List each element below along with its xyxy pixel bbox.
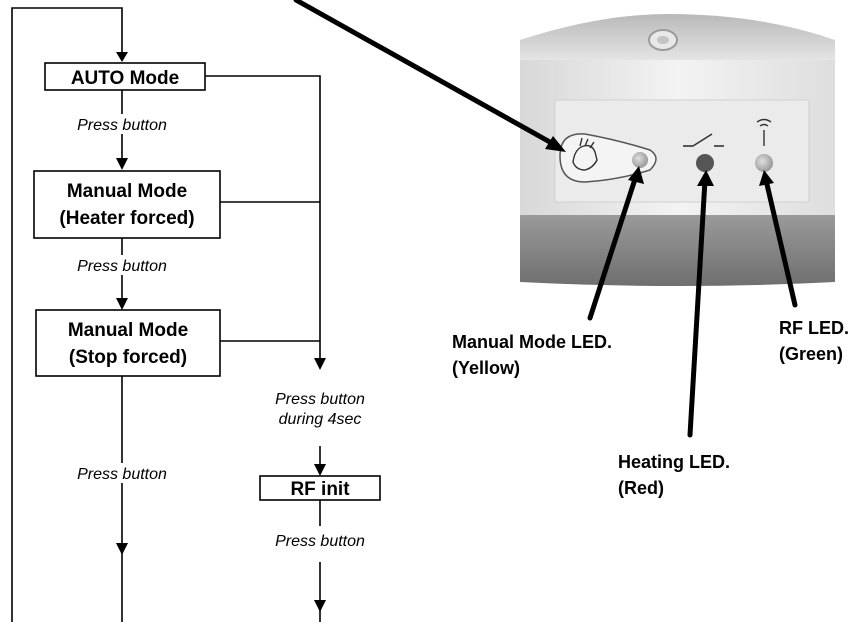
arrow-4 (314, 464, 326, 476)
manual-heater-label-1: Manual Mode (67, 181, 187, 202)
heating-led-label-1: Heating LED. (618, 452, 730, 472)
hand-icon (572, 137, 598, 171)
arrow-2 (116, 298, 128, 310)
device-illustration (520, 14, 835, 286)
manual-mode-led (632, 152, 648, 168)
heating-led-label-2: (Red) (618, 478, 664, 498)
device-base (520, 215, 835, 286)
press-3-bg (60, 463, 184, 483)
pointer-rf-led-head (759, 170, 774, 186)
heating-led (696, 154, 714, 172)
flowchart (11, 7, 381, 622)
pointer-heating-led-head (697, 170, 714, 186)
pointer-manual-led-line (587, 173, 639, 321)
pointer-heating-led-line (687, 177, 708, 438)
press-long-bg (254, 386, 386, 442)
rf-led (755, 154, 773, 172)
loop-back-line (11, 7, 123, 622)
arrow-branch-down (314, 358, 326, 370)
pointer-button-head (545, 136, 566, 152)
pointer-rf-led-line (763, 177, 798, 308)
manual-stop-label-2: (Stop forced) (69, 347, 187, 368)
manual-led-label-2: (Yellow) (452, 358, 520, 378)
press-long-label-2: during 4sec (279, 411, 362, 428)
switch-icon (683, 133, 724, 147)
rf-led-label-1: RF LED. (779, 318, 849, 338)
manual-stop-label-1: Manual Mode (68, 320, 188, 341)
arrow-to-auto (116, 52, 128, 62)
press-2-bg (60, 255, 184, 275)
press-rf-bg (258, 528, 382, 550)
manual-led-label-1: Manual Mode LED. (452, 332, 612, 352)
press-button-label-1: Press button (77, 117, 167, 134)
press-long-label-1: Press button (275, 391, 365, 408)
pointer-manual-led-head (628, 166, 644, 184)
pointer-arrows (293, 0, 798, 438)
arrow-3 (116, 543, 128, 555)
manual-stop-box (35, 309, 221, 377)
pointer-button-line (293, 0, 560, 149)
branch-line (205, 75, 321, 360)
press-button-label-rf: Press button (275, 533, 365, 550)
manual-heater-box (33, 170, 221, 239)
press-button-label-3: Press button (77, 466, 167, 483)
auto-mode-label: AUTO Mode (71, 68, 179, 89)
rf-led-label-2: (Green) (779, 344, 843, 364)
press-1-bg (60, 114, 184, 134)
auto-mode-box (44, 62, 206, 91)
antenna-icon (756, 118, 772, 146)
rf-init-label: RF init (290, 479, 350, 500)
manual-heater-label-2: (Heater forced) (59, 208, 194, 229)
arrow-5 (314, 600, 326, 612)
arrow-1 (116, 158, 128, 170)
rf-init-box (259, 475, 381, 501)
press-button-label-2: Press button (77, 258, 167, 275)
